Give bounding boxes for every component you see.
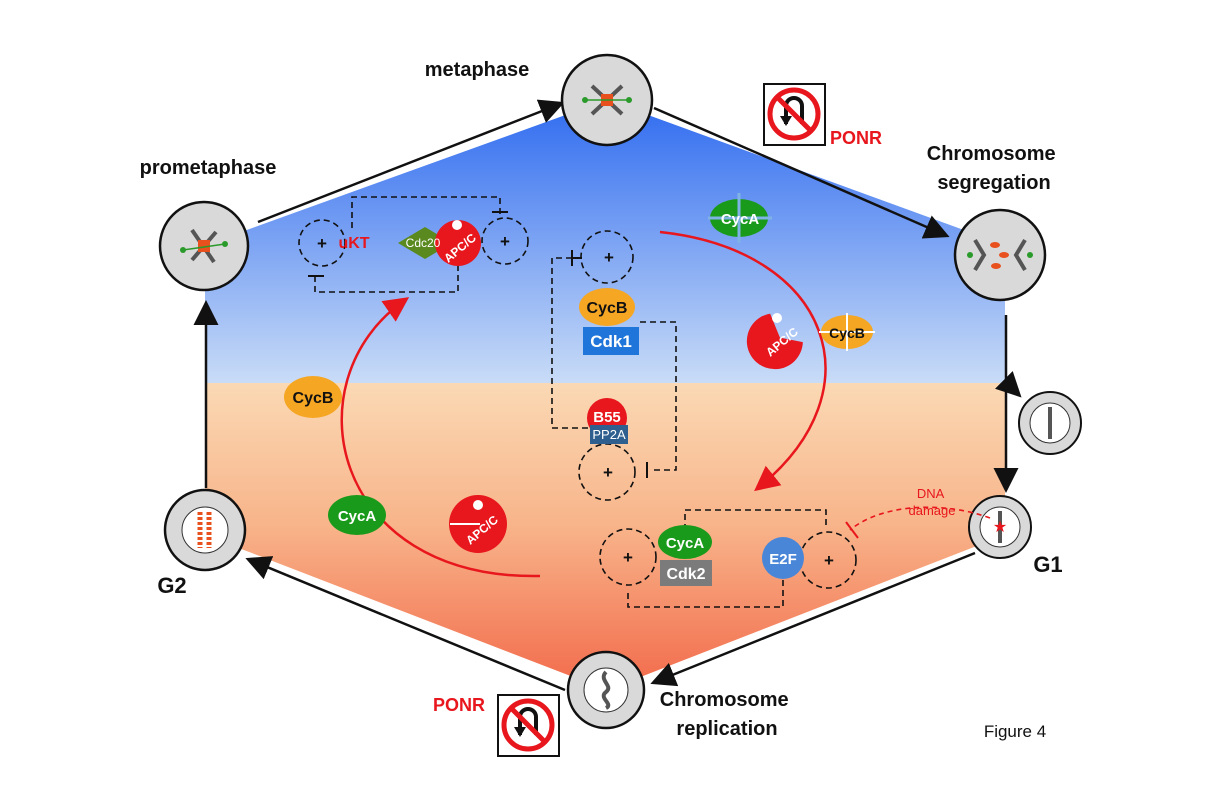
g0-cell [1018, 391, 1082, 455]
no-u-turn-sign-top [763, 83, 826, 146]
arrow-to-g0 [995, 371, 1022, 398]
label-dna-damage: DNA damage [909, 486, 956, 518]
label-segregation-line2: segregation [937, 172, 1050, 194]
replication-cell [566, 650, 646, 730]
label-e2f: E2F [769, 551, 797, 568]
label-cdk2: Cdk2 [666, 566, 705, 583]
svg-text:★: ★ [993, 519, 1007, 536]
label-pp2a: PP2A [592, 427, 626, 442]
cycb-g2 [284, 376, 342, 418]
label-replication-line1: Chromosome [660, 689, 789, 711]
label-ukt: uKT [338, 235, 369, 252]
degraded-cycb [819, 313, 875, 351]
label-metaphase: metaphase [425, 59, 530, 81]
label-dna-damage-line1: DNA [917, 486, 945, 501]
figure-label: Figure 4 [984, 722, 1046, 741]
label-replication-line2: replication [676, 718, 777, 740]
arrow-replication-to-g2 [245, 556, 566, 692]
b55-pp2a-complex [587, 398, 628, 444]
label-prometaphase: prometaphase [140, 157, 277, 179]
g2-cell [163, 488, 247, 572]
plus-cdk2-loop: + [623, 548, 633, 567]
label-replication: Chromosome replication [660, 689, 794, 740]
arrow-meta-to-segregation [653, 106, 950, 239]
label-cycb-g2: CycB [293, 390, 334, 407]
e2f-node [762, 537, 804, 579]
label-ponr-top: PONR [830, 128, 882, 148]
cell-cycle-hexagon [205, 100, 1005, 690]
segregation-cell [953, 208, 1047, 302]
prometaphase-cell [158, 200, 250, 292]
label-g1: G1 [1033, 552, 1062, 577]
red-arrow-mitosis-to-g1 [659, 230, 827, 492]
label-ponr-bottom: PONR [433, 695, 485, 715]
plus-e2f-loop: + [824, 551, 834, 570]
label-segregation: Chromosome segregation [927, 143, 1061, 194]
label-g2: G2 [157, 573, 186, 598]
label-cyca-cdk2: CycA [666, 535, 705, 552]
label-cyca-degraded: CycA [721, 211, 760, 228]
label-cycb-cdk1: CycB [587, 300, 628, 317]
no-u-turn-sign-bottom [497, 694, 560, 757]
label-cdk1: Cdk1 [590, 332, 632, 351]
label-dna-damage-line2: damage [909, 503, 956, 518]
degraded-cyca [708, 193, 772, 243]
sac-feedback-loop [298, 196, 529, 293]
label-cycb-degraded: CycB [829, 325, 865, 341]
g1-cell: ★ [968, 495, 1032, 559]
metaphase-cell [560, 53, 654, 147]
cdc20-apcc-complex [398, 220, 481, 266]
plus-apcc-loop: + [500, 232, 510, 251]
plus-cdk1-loop: + [604, 248, 614, 267]
apcc-pacman-active [746, 313, 803, 370]
cyca-g2 [328, 495, 386, 535]
cycb-cdk1-complex [579, 288, 639, 355]
label-b55: B55 [593, 409, 621, 426]
arrow-g1-to-replication [650, 551, 976, 687]
red-arrow-g2-to-mitosis [340, 297, 541, 578]
arrow-prometa-to-meta [257, 99, 565, 224]
g1-feedback-loop [599, 506, 991, 608]
label-cdc20: Cdc20 [406, 236, 441, 250]
apcc-inactive [449, 495, 507, 553]
label-segregation-line1: Chromosome [927, 143, 1056, 165]
plus-ukt-loop: + [317, 234, 327, 253]
cyca-cdk2-complex [658, 525, 712, 586]
plus-pp2a-loop: + [603, 463, 613, 482]
label-cyca-g2: CycA [338, 508, 377, 525]
